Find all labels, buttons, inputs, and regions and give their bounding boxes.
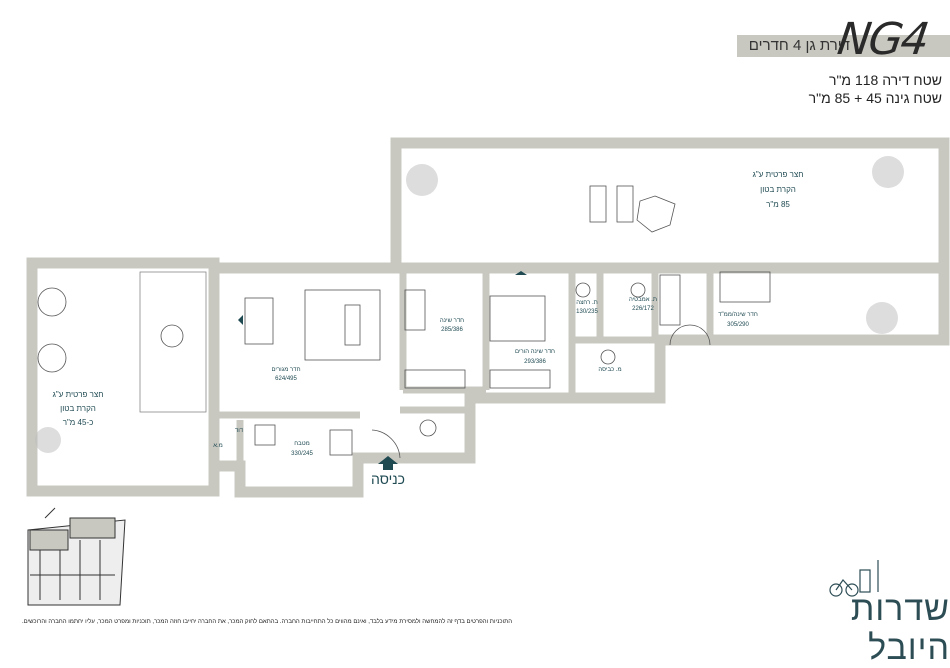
plan-element — [835, 579, 853, 591]
left-terrace-line2: הקרת בטון — [60, 404, 96, 413]
bedroom-size: 285/386 — [441, 327, 463, 333]
north-arrow-icon — [44, 507, 56, 519]
outdoor-table — [160, 324, 184, 348]
deck — [139, 271, 207, 413]
master-bedroom-size: 293/386 — [524, 359, 546, 365]
bedroom-name: חדר שינה — [440, 318, 464, 324]
toilet — [575, 282, 591, 298]
disclaimer: התוכניות והפרטים בדף זה להמחשה ולמסירת מ… — [22, 619, 513, 625]
master-bedroom-name: חדר שינה הורים — [515, 349, 555, 355]
interior-walls — [218, 268, 714, 466]
door-swing — [669, 324, 711, 346]
bath-guests-size: 226/172 — [632, 306, 654, 312]
lounge-chair — [37, 343, 67, 373]
furniture — [37, 185, 771, 459]
plan-element — [30, 540, 115, 600]
top-terrace-line2: הקרת בטון — [760, 185, 796, 194]
bathroom-name: ת. רחצה — [576, 300, 598, 306]
stove — [254, 424, 276, 446]
washing-machine — [600, 349, 616, 365]
dining-table — [244, 297, 274, 345]
tree-icon — [866, 302, 898, 334]
left-terrace-wall — [26, 257, 220, 497]
safe-room-size: 305/290 — [727, 322, 749, 328]
unit-type-bar — [737, 35, 950, 57]
tree-icon — [872, 156, 904, 188]
bath-guests-name: ת. אמבטיה — [629, 297, 657, 303]
top-terrace-line3: 85 מ"ר — [766, 200, 790, 209]
garden-area: שטח גינה 45 + 85 מ"ר — [808, 90, 942, 106]
tree-icon — [35, 427, 61, 453]
plan-element — [829, 583, 843, 597]
service-name: מ.א — [213, 443, 223, 449]
plan-element: חדר מגורים 624/495 מטבח 330/245 חדר שינה… — [213, 297, 758, 457]
umbrella — [636, 195, 676, 233]
lounge-chair — [37, 287, 67, 317]
kitchen-size: 330/245 — [291, 451, 313, 457]
fridge — [329, 429, 353, 456]
bathroom-size: 130/235 — [576, 309, 598, 315]
boiler-name: דוד — [235, 428, 244, 434]
kitchen-name: מטבח — [294, 441, 310, 447]
entry-door-swing — [371, 429, 401, 459]
wardrobe — [404, 369, 466, 389]
coffee-table — [344, 304, 361, 346]
entrance-arrow-icon — [378, 456, 398, 470]
top-terrace-line1: חצר פרטית ע"ג — [752, 170, 803, 179]
bed — [404, 289, 426, 331]
left-terrace-line3: כ-45 מ"ר — [63, 418, 94, 427]
sun-lounger — [589, 185, 607, 223]
plan-element — [69, 517, 116, 539]
plan-element — [845, 583, 859, 597]
key-plan — [27, 507, 126, 606]
sofa — [304, 289, 381, 361]
trees — [35, 156, 904, 453]
top-terrace-wall — [390, 137, 950, 274]
double-bed — [489, 295, 546, 342]
living-room-size: 624/495 — [275, 376, 297, 382]
safe-room-name: חדר שינה/ממ"ד — [718, 312, 758, 318]
bathtub — [659, 274, 681, 326]
plan-element: חצר פרטית ע"ג הקרת בטון 85 מ"ר חצר פרטית… — [52, 170, 803, 427]
wardrobe — [489, 369, 551, 389]
plan-element — [29, 529, 69, 551]
arrows — [238, 271, 527, 470]
toilet — [630, 282, 646, 298]
apartment-area: שטח דירה 118 מ"ר — [828, 72, 942, 88]
floor-plan: חצר פרטית ע"ג הקרת בטון 85 מ"ר חצר פרטית… — [26, 137, 950, 606]
tree-icon — [406, 164, 438, 196]
entrance-label: כניסה — [371, 471, 405, 487]
living-room-name: חדר מגורים — [271, 367, 300, 373]
toilet — [419, 419, 437, 437]
unit-type: דירת גן 4 חדרים — [748, 37, 850, 54]
bed — [719, 271, 771, 303]
laundry-name: מ. כביסה — [598, 367, 621, 373]
bicycle-logo-icon — [829, 560, 879, 597]
sun-lounger — [616, 185, 634, 223]
left-terrace-line1: חצר פרטית ע"ג — [52, 390, 103, 399]
window-arrow-icon — [238, 315, 243, 325]
window-arrow-icon — [515, 271, 527, 275]
brand-logo: שדרות היובל — [850, 590, 950, 667]
plan-element — [859, 569, 871, 593]
